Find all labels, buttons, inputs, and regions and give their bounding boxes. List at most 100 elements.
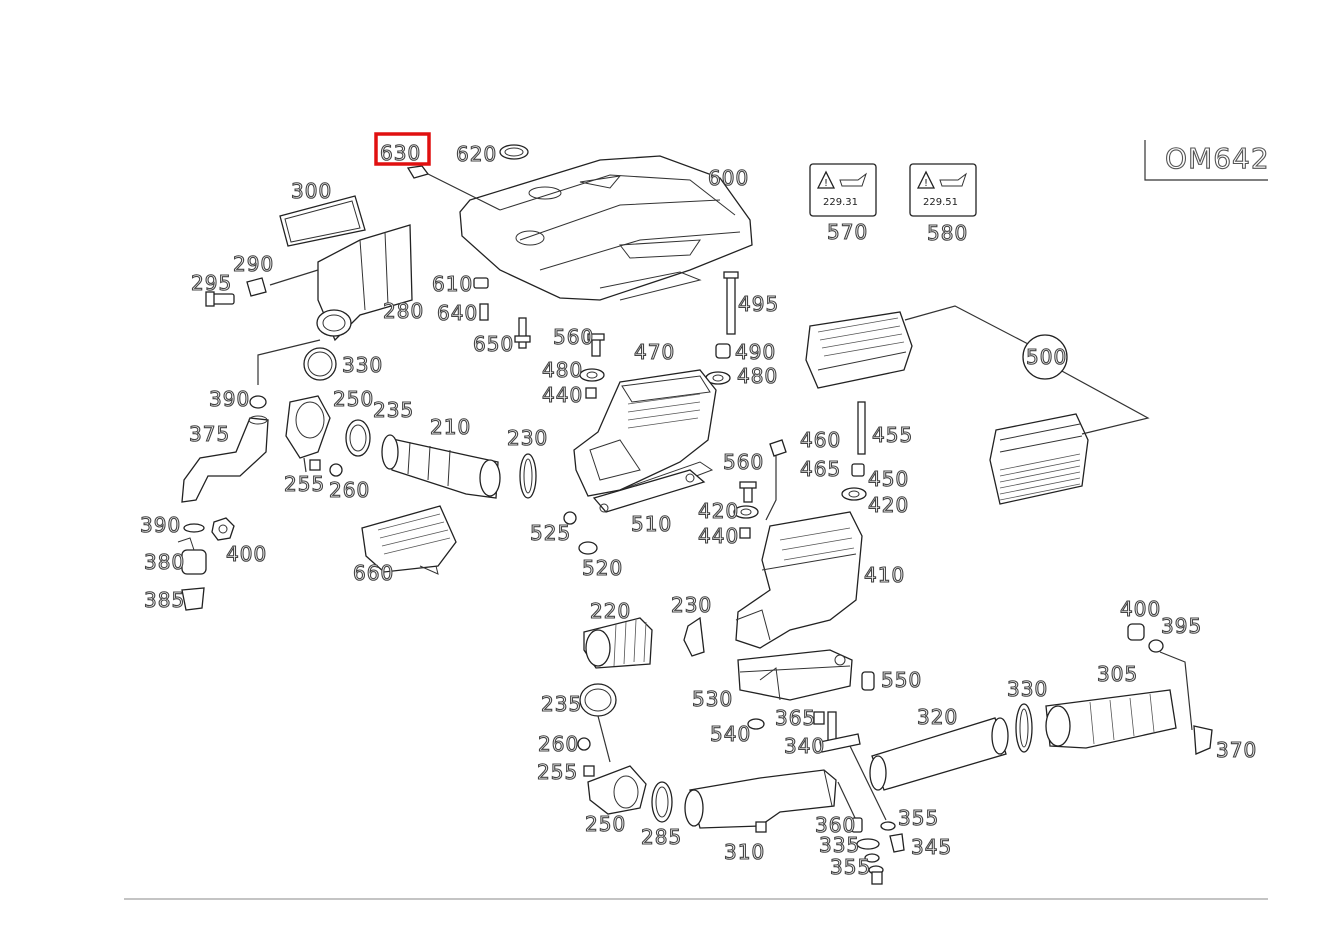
label-395[interactable]: 395 xyxy=(1160,613,1202,638)
part-300-gasket[interactable] xyxy=(279,195,366,247)
part-370[interactable] xyxy=(1193,725,1213,755)
label-570[interactable]: 570 xyxy=(826,219,868,244)
engine-cover-600[interactable] xyxy=(459,155,753,301)
part-610[interactable] xyxy=(473,277,489,289)
label-355b[interactable]: 355 xyxy=(829,854,871,879)
label-255a[interactable]: 255 xyxy=(283,471,325,496)
label-490[interactable]: 490 xyxy=(734,339,776,364)
label-650[interactable]: 650 xyxy=(472,331,514,356)
part-285-clamp[interactable] xyxy=(651,781,673,823)
part-440a[interactable] xyxy=(585,387,597,399)
label-400b[interactable]: 400 xyxy=(1119,596,1161,621)
label-560a[interactable]: 560 xyxy=(552,324,594,349)
label-295[interactable]: 295 xyxy=(190,270,232,295)
part-395[interactable] xyxy=(1148,639,1164,653)
part-355a[interactable] xyxy=(880,821,896,831)
label-210[interactable]: 210 xyxy=(429,414,471,439)
part-450[interactable] xyxy=(851,463,865,477)
label-305[interactable]: 305 xyxy=(1096,661,1138,686)
label-465[interactable]: 465 xyxy=(799,456,841,481)
label-455[interactable]: 455 xyxy=(871,422,913,447)
part-420b[interactable] xyxy=(841,487,867,501)
label-330a[interactable]: 330 xyxy=(341,352,383,377)
label-560b[interactable]: 560 xyxy=(722,449,764,474)
part-260b[interactable] xyxy=(577,737,591,751)
part-420a[interactable] xyxy=(733,505,759,519)
part-620-ring[interactable] xyxy=(499,144,529,160)
part-310-pipe[interactable] xyxy=(684,769,837,833)
label-250b[interactable]: 250 xyxy=(584,811,626,836)
label-600[interactable]: 600 xyxy=(707,165,749,190)
label-285[interactable]: 285 xyxy=(640,824,682,849)
part-480a[interactable] xyxy=(579,368,605,382)
part-650[interactable] xyxy=(514,317,531,349)
part-400a-nut[interactable] xyxy=(211,517,235,541)
label-470[interactable]: 470 xyxy=(633,339,675,364)
label-230b[interactable]: 230 xyxy=(670,592,712,617)
decal-570[interactable]: ! 229.31 xyxy=(809,163,877,217)
label-550[interactable]: 550 xyxy=(880,667,922,692)
label-260b[interactable]: 260 xyxy=(537,731,579,756)
label-580[interactable]: 580 xyxy=(926,220,968,245)
part-550[interactable] xyxy=(861,671,875,691)
label-385[interactable]: 385 xyxy=(143,587,185,612)
part-400b-nut[interactable] xyxy=(1127,623,1145,641)
part-495-stud[interactable] xyxy=(723,271,739,335)
part-290-clip[interactable] xyxy=(246,277,267,297)
decal-580[interactable]: ! 229.51 xyxy=(909,163,977,217)
label-300[interactable]: 300 xyxy=(290,178,332,203)
part-540[interactable] xyxy=(747,718,765,730)
label-460[interactable]: 460 xyxy=(799,427,841,452)
part-295-bolt[interactable] xyxy=(205,291,235,307)
label-320[interactable]: 320 xyxy=(916,704,958,729)
label-220[interactable]: 220 xyxy=(589,598,631,623)
label-610[interactable]: 610 xyxy=(431,271,473,296)
label-330b[interactable]: 330 xyxy=(1006,676,1048,701)
part-380[interactable] xyxy=(177,537,207,575)
part-220[interactable] xyxy=(583,617,653,669)
label-345[interactable]: 345 xyxy=(910,834,952,859)
label-360[interactable]: 360 xyxy=(814,812,856,837)
part-375-pipe[interactable] xyxy=(181,415,269,503)
label-310[interactable]: 310 xyxy=(723,839,765,864)
label-660[interactable]: 660 xyxy=(352,560,394,585)
label-335[interactable]: 335 xyxy=(818,832,860,857)
part-640[interactable] xyxy=(479,303,489,321)
label-630[interactable]: 630 xyxy=(379,140,421,165)
part-365[interactable] xyxy=(813,711,825,725)
part-440b[interactable] xyxy=(739,527,751,539)
label-440b[interactable]: 440 xyxy=(697,523,739,548)
label-340[interactable]: 340 xyxy=(783,733,825,758)
label-620[interactable]: 620 xyxy=(455,141,497,166)
label-420a[interactable]: 420 xyxy=(697,498,739,523)
label-290[interactable]: 290 xyxy=(232,251,274,276)
label-410[interactable]: 410 xyxy=(863,562,905,587)
part-660[interactable] xyxy=(361,505,457,575)
part-480b[interactable] xyxy=(705,371,731,385)
label-480b[interactable]: 480 xyxy=(736,363,778,388)
part-530-assembly[interactable] xyxy=(737,649,853,701)
part-255b[interactable] xyxy=(583,765,595,777)
part-560b-bolt[interactable] xyxy=(739,481,757,503)
part-255a[interactable] xyxy=(309,459,321,471)
part-470-filter-housing[interactable] xyxy=(573,369,717,506)
part-340[interactable] xyxy=(819,711,861,753)
label-420b[interactable]: 420 xyxy=(867,492,909,517)
label-640[interactable]: 640 xyxy=(436,300,478,325)
label-390a[interactable]: 390 xyxy=(208,386,250,411)
part-510-bracket[interactable] xyxy=(592,469,706,513)
part-360[interactable] xyxy=(851,817,863,833)
label-380[interactable]: 380 xyxy=(143,549,185,574)
label-370[interactable]: 370 xyxy=(1215,737,1257,762)
label-235b[interactable]: 235 xyxy=(540,691,582,716)
label-510[interactable]: 510 xyxy=(630,511,672,536)
label-355a[interactable]: 355 xyxy=(897,805,939,830)
label-390b[interactable]: 390 xyxy=(139,512,181,537)
part-460[interactable] xyxy=(769,439,787,457)
label-250a[interactable]: 250 xyxy=(332,386,374,411)
part-230a-clamp[interactable] xyxy=(519,453,537,499)
label-540[interactable]: 540 xyxy=(709,721,751,746)
part-250a[interactable] xyxy=(285,395,331,459)
label-450[interactable]: 450 xyxy=(867,466,909,491)
part-305-duct[interactable] xyxy=(1045,689,1177,749)
